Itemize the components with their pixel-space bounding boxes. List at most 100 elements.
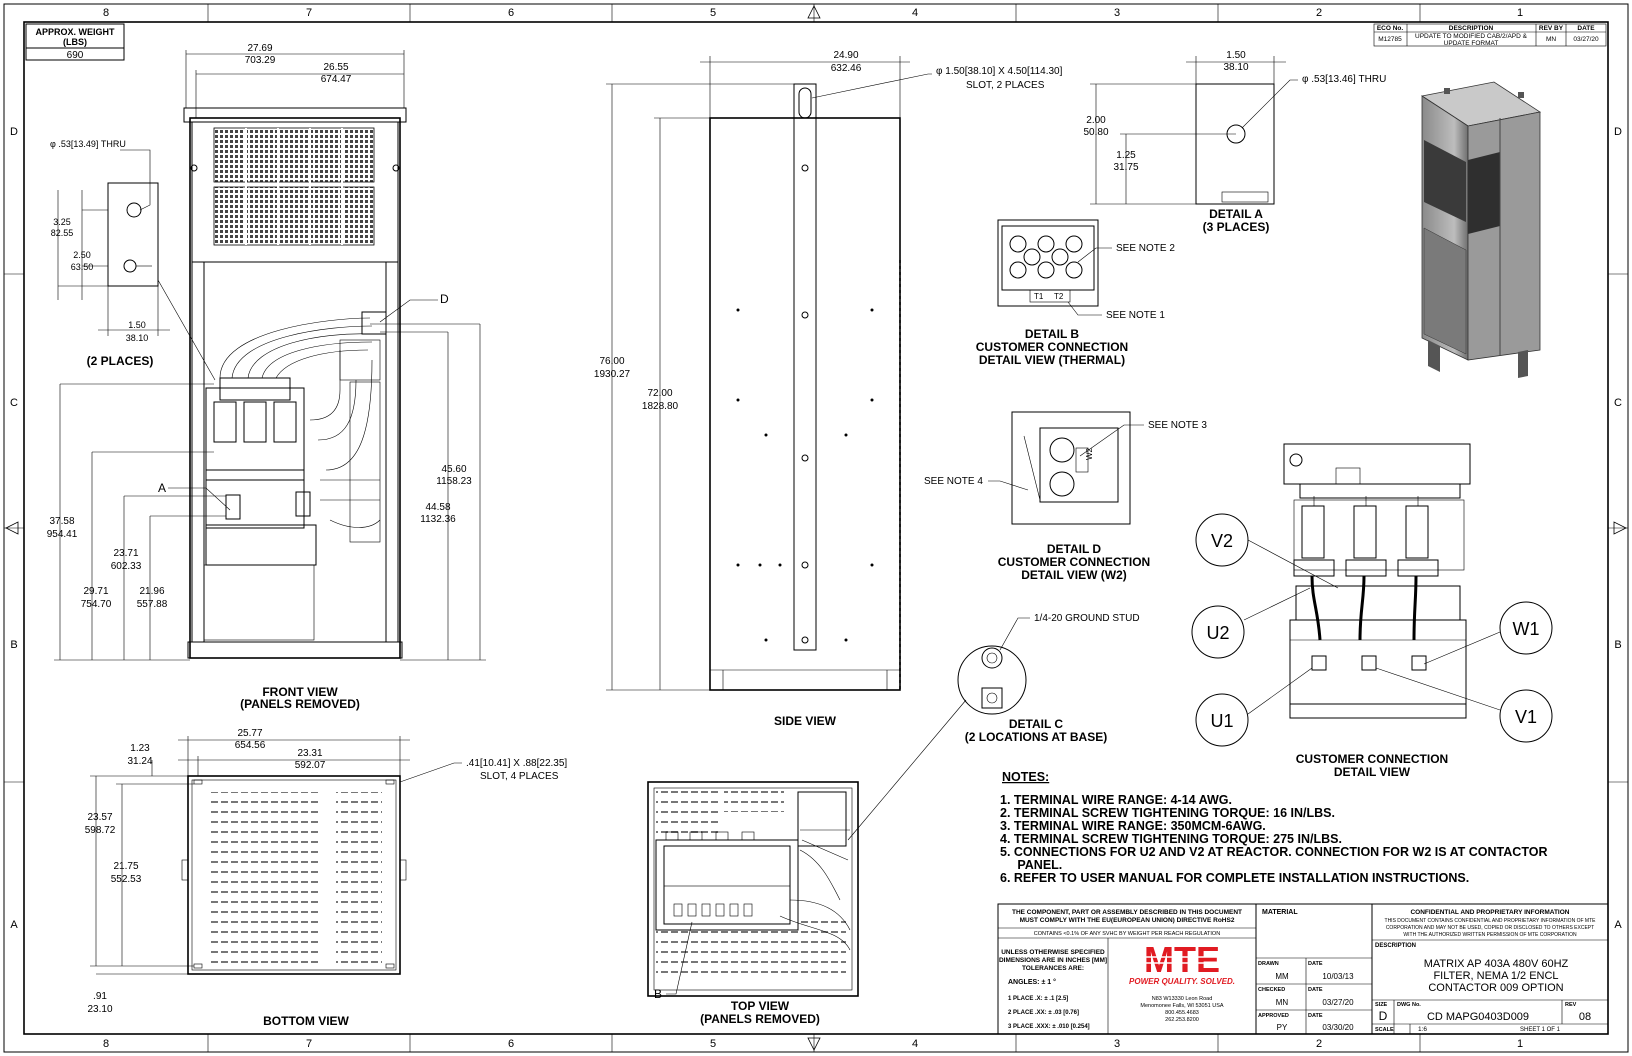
dim: 23.31 [297, 748, 322, 759]
note-item: 3. TERMINAL WIRE RANGE: 350MCM-6AWG. [1000, 819, 1266, 833]
column-label: 8 [103, 7, 109, 19]
column-label: 4 [912, 7, 918, 19]
row-label: B [10, 639, 17, 651]
dim-mm: 1158.23 [436, 476, 472, 487]
dim-mm: 23.10 [87, 1004, 112, 1015]
rev-value: 08 [1579, 1011, 1591, 1023]
notes-heading: NOTES: [1002, 770, 1049, 784]
rev-header: ECO No. [1377, 25, 1404, 32]
dim-mm: 592.07 [295, 760, 326, 771]
note-callout: 1/4-20 GROUND STUD [1034, 613, 1140, 624]
dim: 2.00 [1086, 115, 1106, 126]
dim: 37.58 [49, 516, 74, 527]
front-view: φ .53[13.49] THRU 3.25 82.55 2.50 63.50 … [47, 43, 486, 711]
date-label: DATE [1308, 961, 1323, 967]
column-label: 5 [710, 7, 716, 19]
approved-date: 03/30/20 [1322, 1023, 1354, 1032]
rohs-text: MUST COMPLY WITH THE EU(EUROPEAN UNION) … [1020, 917, 1235, 924]
slot-note: SLOT, 2 PLACES [966, 80, 1045, 91]
description-label: DESCRIPTION [1375, 943, 1416, 949]
detail-subtitle: DETAIL VIEW (W2) [1021, 568, 1127, 582]
rev-description: UPDATE TO MODIFIED CAB/2/APD & [1415, 33, 1528, 40]
drawn-label: DRAWN [1258, 961, 1279, 967]
detail-title: DETAIL C [1009, 717, 1064, 731]
view-title: BOTTOM VIEW [263, 1014, 349, 1028]
date-label: DATE [1308, 1013, 1323, 1019]
address-line: Menomonee Falls, WI 53051 USA [1140, 1003, 1223, 1009]
top-view: B TOP VIEW (PANELS REMOVED) [647, 781, 859, 1026]
dim-mm: 602.33 [111, 561, 142, 572]
revision-block: ECO No. DESCRIPTION REV BY DATE M12785 U… [1373, 23, 1607, 47]
row-label: B [1614, 639, 1621, 651]
confidential-text: WITH THE AUTHORIZED WRITTEN PERMISSION O… [1403, 932, 1577, 938]
tolerance-place: 3 PLACE .XXX: ± .010 [0.254] [1008, 1024, 1090, 1030]
dim-mm: 63.50 [71, 262, 94, 272]
hole-note: φ .53[13.49] THRU [50, 139, 126, 149]
dim-mm: 674.47 [321, 74, 352, 85]
detail-title: DETAIL A [1209, 207, 1263, 221]
title-block: THE COMPONENT, PART OR ASSEMBLY DESCRIBE… [997, 903, 1609, 1035]
date-label: DATE [1308, 987, 1323, 993]
rev-header: REV BY [1539, 25, 1564, 32]
side-view: 24.90 632.46 φ 1.50[38.10] X 4.50[114.30… [594, 50, 1063, 728]
dim: 2.50 [73, 250, 91, 260]
dim: 1.25 [1116, 150, 1136, 161]
row-label: D [1614, 126, 1622, 138]
mte-tagline: POWER QUALITY. SOLVED. [1129, 977, 1235, 986]
drawing-description: FILTER, NEMA 1/2 ENCL [1433, 970, 1558, 982]
customer-connection-view: V2 U2 W1 U1 V1 CUSTOMER CONNECTION DETAI… [1191, 443, 1553, 779]
approved-by: PY [1277, 1023, 1288, 1032]
terminal-callout-v2: V2 [1211, 531, 1233, 551]
callout-a: A [158, 481, 166, 495]
dim: 26.55 [323, 62, 348, 73]
view-title: SIDE VIEW [774, 714, 837, 728]
column-label: 8 [103, 1038, 109, 1050]
sheet-number: SHEET 1 OF 1 [1520, 1027, 1561, 1033]
detail-a: 1.50 38.10 φ .53[13.46] THRU 2.00 50.80 … [1083, 50, 1386, 234]
confidential-text: CORPORATION AND MAY NOT BE USED, COPIED … [1386, 925, 1594, 931]
confidential-text: THIS DOCUMENT CONTAINS CONFIDENTIAL AND … [1385, 918, 1597, 924]
view-title: CUSTOMER CONNECTION [1296, 752, 1448, 766]
dim: 23.71 [113, 548, 138, 559]
dim: 21.75 [113, 861, 138, 872]
tolerance-text: UNLESS OTHERWISE SPECIFIED [1001, 949, 1105, 956]
dim-mm: 38.10 [126, 333, 149, 343]
detail-title: DETAIL B [1025, 327, 1080, 341]
rev-date: 03/27/20 [1573, 36, 1599, 43]
rev-label: REV [1565, 1002, 1577, 1008]
view-subtitle: (PANELS REMOVED) [700, 1012, 820, 1026]
dim: 24.90 [833, 50, 858, 61]
address-line: 800.455.4683 [1165, 1010, 1199, 1016]
rev-description: UPDATE FORMAT [1444, 40, 1499, 47]
size-label: SIZE [1375, 1002, 1388, 1008]
column-label: 3 [1114, 7, 1120, 19]
row-label: C [10, 397, 18, 409]
detail-title: DETAIL D [1047, 542, 1102, 556]
dim-mm: 82.55 [51, 228, 74, 238]
dim-mm: 954.41 [47, 529, 78, 540]
dim-mm: 1930.27 [594, 369, 631, 380]
address-line: N83 W13330 Leon Road [1152, 996, 1213, 1002]
dim: 27.69 [247, 43, 272, 54]
slot-note: φ 1.50[38.10] X 4.50[114.30] [936, 66, 1063, 77]
dim: 72.00 [647, 388, 672, 399]
detail-subtitle: DETAIL VIEW (THERMAL) [979, 353, 1125, 367]
dwg-number: CD MAPG0403D009 [1427, 1011, 1529, 1023]
note-item: 5. CONNECTIONS FOR U2 AND V2 AT REACTOR.… [1000, 845, 1547, 859]
terminal-callout-v1: V1 [1515, 707, 1537, 727]
view-title: TOP VIEW [731, 999, 790, 1013]
note-callout: SEE NOTE 2 [1116, 243, 1175, 254]
note-item: 4. TERMINAL SCREW TIGHTENING TORQUE: 275… [1000, 832, 1342, 846]
detail-c: 1/4-20 GROUND STUD DETAIL C (2 LOCATIONS… [847, 613, 1140, 841]
dim: 21.96 [139, 586, 164, 597]
sheet-border [3, 3, 1629, 1053]
dim-mm: 1132.36 [420, 514, 456, 525]
dim-mm: 632.46 [831, 63, 862, 74]
terminal-label: T2 [1054, 292, 1064, 301]
column-label: 2 [1316, 7, 1322, 19]
dim-mm: 754.70 [81, 599, 112, 610]
terminal-label: W2 [1085, 447, 1094, 460]
tolerance-angles: ANGLES: ± 1 ° [1008, 978, 1056, 986]
material-label: MATERIAL [1262, 909, 1298, 916]
